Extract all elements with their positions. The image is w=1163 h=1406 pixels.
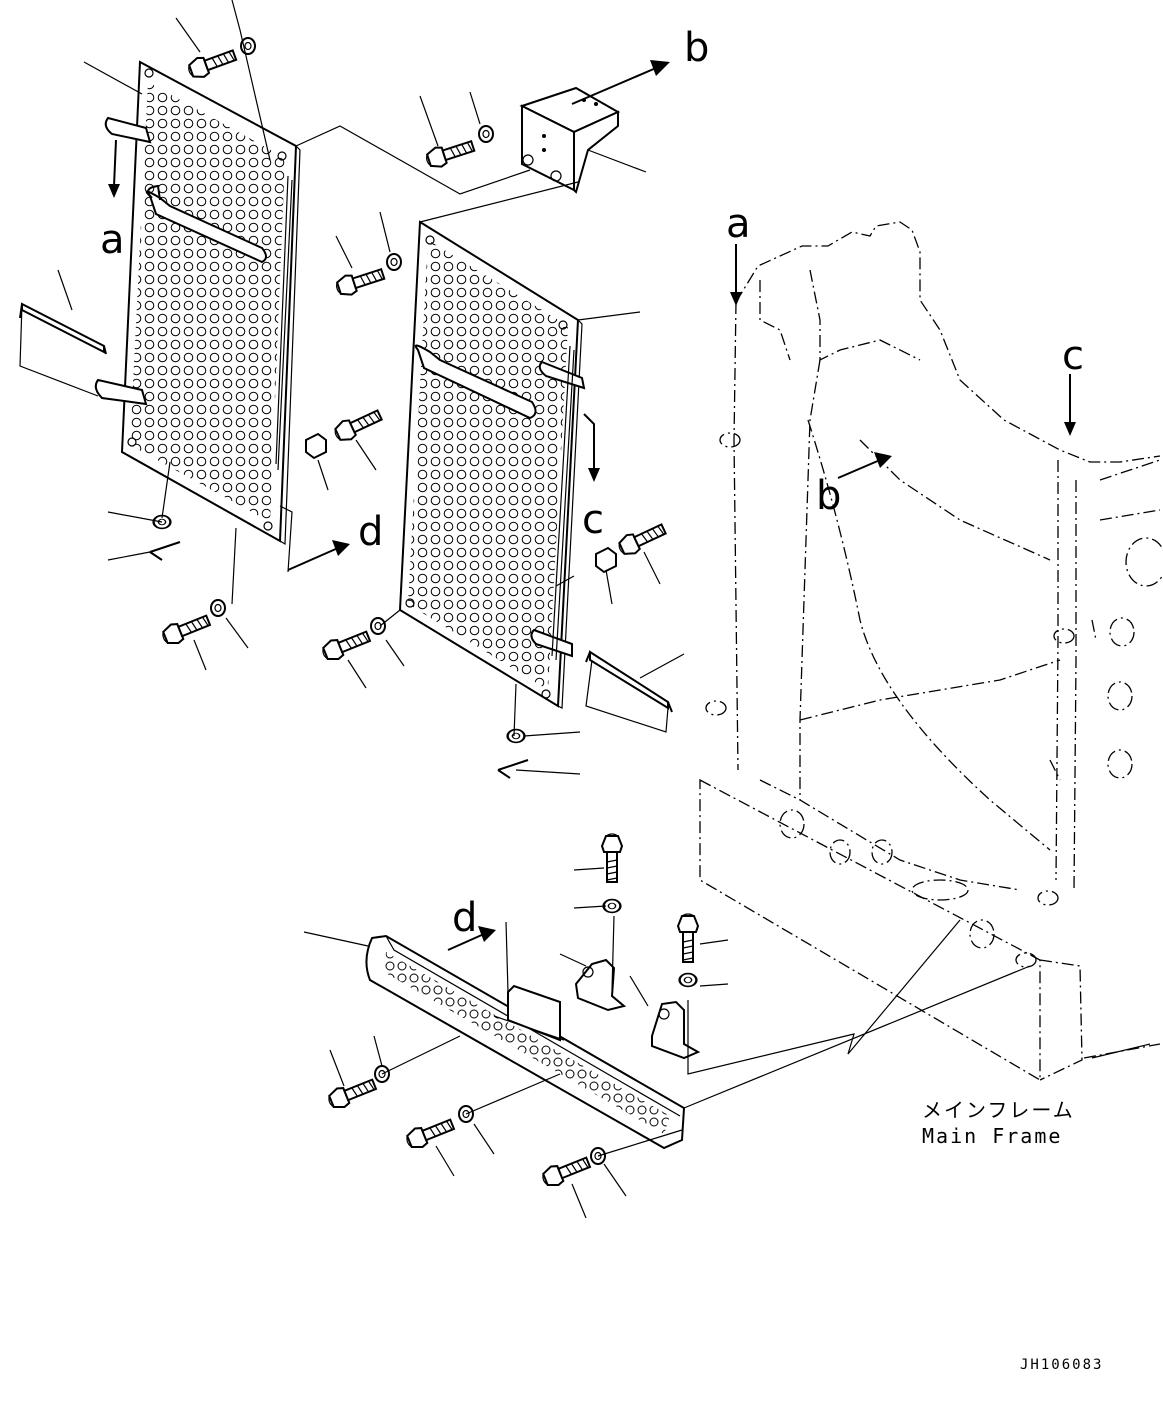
clip-icon (305, 432, 617, 574)
reference-label-c: c (582, 497, 604, 543)
pin-icon (149, 541, 529, 779)
reference-label-d-bottom: d (452, 895, 478, 941)
reference-label-a: a (100, 217, 125, 263)
main-frame (699, 221, 1163, 1082)
reference-label-d: d (358, 509, 384, 555)
leader-lines (19, 0, 1151, 1219)
bottom-step (365, 934, 701, 1150)
reference-label-b: b (684, 25, 710, 71)
arrow-icon (108, 60, 1076, 951)
caption-main-frame-jp: メインフレーム (922, 1098, 1075, 1122)
drawing-code: JH106083 (1020, 1357, 1104, 1373)
caption-main-frame-en: Main Frame (922, 1124, 1063, 1148)
right-perforated-panel (398, 220, 586, 709)
left-perforated-panel (94, 60, 301, 546)
reference-label-a-frame: a (726, 201, 751, 247)
reference-label-c-frame: c (1062, 333, 1084, 379)
left-rod (19, 302, 107, 355)
bracket (519, 86, 621, 194)
right-rod (585, 650, 673, 713)
reference-label-b-frame: b (816, 473, 842, 519)
